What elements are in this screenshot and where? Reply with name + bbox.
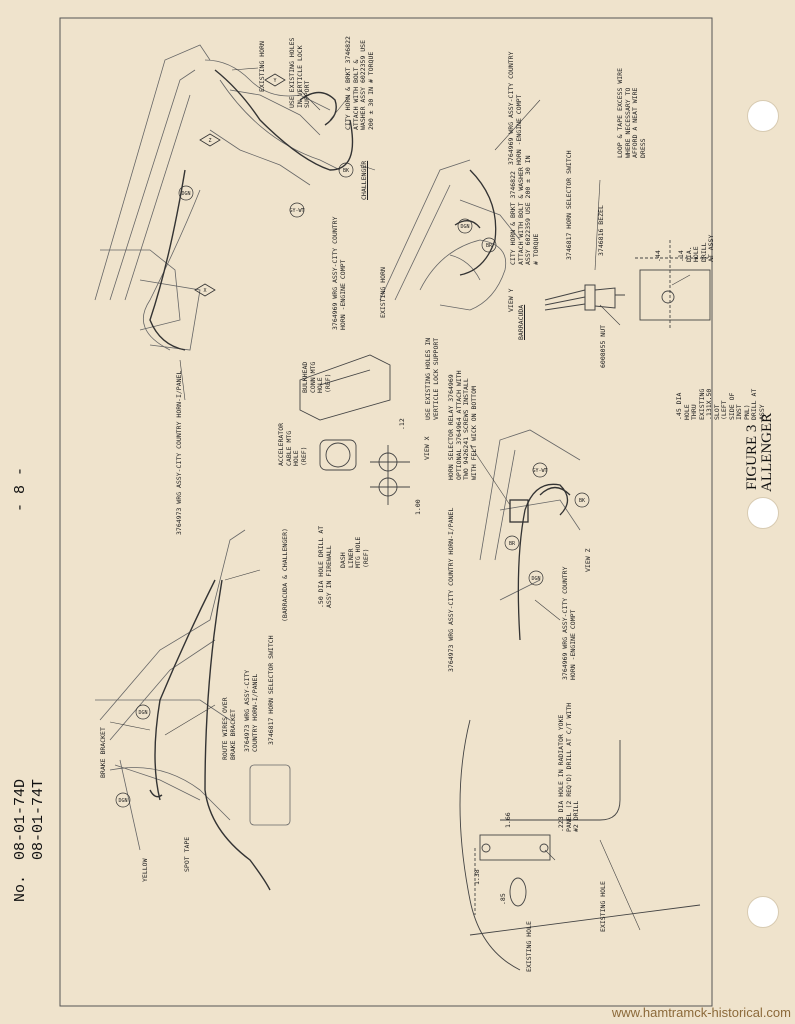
wire-harness-view-z bbox=[509, 483, 571, 641]
callout-dgn-3: DGN bbox=[531, 576, 540, 582]
label-dim-85: .85 bbox=[499, 893, 507, 905]
label-barracuda-challenger: (BARRACUDA & CHALLENGER) bbox=[281, 528, 289, 622]
view-z-sketch bbox=[479, 429, 581, 601]
dash-sketch-top bbox=[94, 44, 341, 351]
callout-dgn-2: DGN bbox=[460, 224, 469, 230]
label-horn-selector-switch-1: 3746817 HORN SELECTOR SWITCH bbox=[565, 150, 573, 260]
wire-harness-mid bbox=[454, 169, 497, 276]
callout-gywt-1: GY-WT bbox=[289, 208, 304, 214]
label-wrg-panel-mid: 3764973 WRG ASSY-CITY COUNTRY HORN-I/PAN… bbox=[447, 507, 455, 672]
figure-title-line1: FIGURE 3 bbox=[744, 424, 760, 490]
callout-dgn-5: DGN bbox=[118, 798, 127, 804]
label-view-z: VIEW Z bbox=[584, 548, 592, 572]
binder-hole-top bbox=[747, 100, 779, 132]
label-dim-138: 1.38 bbox=[473, 869, 481, 885]
label-brake-bracket: BRAKE BRACKET bbox=[99, 727, 107, 778]
callout-br-1: BR bbox=[486, 243, 493, 249]
label-wrg-engine-compt-3: 3764969 WRG ASSY-CITY COUNTRY HORN -ENGI… bbox=[561, 566, 577, 681]
label-loop-tape: LOOP & TAPE EXCESS WIRE WHERE NECESSARY … bbox=[616, 67, 647, 158]
callout-x: X bbox=[194, 283, 216, 297]
horn-sketch-barracuda bbox=[379, 159, 521, 311]
callout-dgn-1: DGN bbox=[181, 191, 190, 197]
label-bulkhead-conn: BULKHEAD CONN MTG HOLE (REF) bbox=[301, 361, 332, 393]
label-horn-selector-switch-2: 3746817 HORN SELECTOR SWITCH bbox=[267, 635, 275, 745]
label-accel-cable: ACCELERATOR CABLE MTG HOLE (REF) bbox=[277, 422, 308, 466]
label-wrg-engine-compt-2: 3764969 WRG ASSY-CITY COUNTRY HORN -ENGI… bbox=[331, 216, 347, 331]
label-wrg-engine-compt-1: 3764969 WRG ASSY-CITY COUNTRY HORN -ENGI… bbox=[507, 51, 523, 166]
label-dia-hole-14: .14 DIA. HOLE DRILL AT ASSY bbox=[677, 234, 715, 262]
label-view-x: VIEW X bbox=[423, 436, 431, 460]
label-wrg-panel-bottom: 3764973 WRG ASSY-CITY COUNTRY HORN-I/PAN… bbox=[243, 669, 259, 752]
callout-y-text: Y bbox=[273, 78, 276, 84]
binder-hole-middle bbox=[747, 497, 779, 529]
doc-number-2: 08-01-74T bbox=[30, 778, 47, 860]
page-number: - 8 - bbox=[12, 466, 29, 512]
label-existing-horn-top: EXISTING HORN bbox=[258, 41, 266, 92]
label-route-wires: ROUTE WIRES OVER BRAKE BRACKET bbox=[221, 697, 237, 760]
label-spot-tape: SPOT TAPE bbox=[183, 836, 191, 872]
callout-dgn-4: DGN bbox=[138, 710, 147, 716]
label-city-horn-brkt-1: CITY HORN & BRKT 3746822 ATTACH WITH BOL… bbox=[344, 36, 375, 130]
label-dim-166: 1.66 bbox=[504, 812, 512, 828]
label-use-existing-holes-2: USE EXISTING HOLES IN VERTICLE LOCK SUPP… bbox=[424, 337, 440, 420]
label-challenger: CHALLENGER bbox=[360, 160, 368, 200]
binder-hole-bottom bbox=[747, 896, 779, 928]
selector-switch-detail bbox=[544, 284, 625, 311]
radiator-yoke-detail bbox=[459, 719, 701, 971]
callout-br-2: BR bbox=[509, 541, 516, 547]
wire-harness-top bbox=[149, 69, 354, 351]
view-x-detail bbox=[299, 354, 410, 505]
label-dia-hole-45: .45 DIA HOLE THRU EXISTING .131X.50 SLOT… bbox=[675, 388, 766, 420]
label-dim-100: 1.00 bbox=[414, 499, 422, 515]
label-dash-liner: DASH LINER MTG HOLE (REF) bbox=[339, 536, 370, 568]
callout-z: Z bbox=[199, 133, 221, 147]
label-view-y: VIEW Y bbox=[507, 288, 515, 312]
label-barracuda: BARRACUDA bbox=[517, 304, 525, 340]
callout-z-text: Z bbox=[208, 138, 211, 144]
label-dim-44: .44 bbox=[654, 250, 662, 262]
callout-gywt-2: GY-WT bbox=[532, 468, 547, 474]
label-city-horn-brkt-2: CITY HORN & BRKT 3746822 ATTACH WITH BOL… bbox=[509, 155, 540, 265]
label-yellow: YELLOW bbox=[141, 858, 149, 882]
doc-number-1: 08-01-74D bbox=[12, 778, 29, 860]
drawing-border bbox=[59, 17, 713, 1007]
label-existing-hole-1: EXISTING HOLE bbox=[525, 921, 533, 972]
label-dia-hole-223: .223 DIA HOLE IN RADIATOR YOKE PANEL (2 … bbox=[557, 702, 580, 832]
label-wrg-panel-top: 3764973 WRG ASSY-CITY COUNTRY HORN-I/PAN… bbox=[175, 370, 183, 535]
label-existing-hole-2: EXISTING HOLE bbox=[599, 881, 607, 932]
watermark: www.hamtramck-historical.com bbox=[611, 1005, 791, 1020]
label-dia-hole-50: .50 DIA HOLE DRILL AT ASSY IN FIREWALL bbox=[317, 525, 333, 608]
callout-bubbles: X Z Y DGN BK GY-WT DGN BR GY-WT BK BR DG… bbox=[115, 73, 590, 808]
callout-bk-2: BK bbox=[579, 498, 585, 504]
label-nut: 6008055 NUT bbox=[599, 324, 607, 368]
label-dim-12: .12 bbox=[398, 418, 406, 430]
label-existing-holes-vertical-lock: USE EXISTING HOLES IN VERTICLE LOCK SUPP… bbox=[288, 37, 311, 108]
callout-y: Y bbox=[264, 73, 286, 87]
doc-prefix: No. bbox=[12, 874, 29, 902]
label-existing-horn-mid: EXISTING HORN bbox=[379, 267, 387, 318]
leader-lines bbox=[109, 67, 691, 931]
label-bezel: 3746816 BEZEL bbox=[597, 205, 605, 256]
callout-x-text: X bbox=[203, 288, 206, 294]
bracket-detail-right bbox=[635, 240, 715, 330]
brake-bracket-sketch bbox=[95, 529, 291, 851]
label-horn-selector-relay: HORN SELECTOR RELAY 3764969 OPTIONAL 376… bbox=[447, 370, 478, 480]
wire-harness-bottom bbox=[149, 579, 271, 891]
figure-title-line2: ALLENGER bbox=[759, 412, 775, 492]
callout-bk-1: BK bbox=[343, 168, 349, 174]
